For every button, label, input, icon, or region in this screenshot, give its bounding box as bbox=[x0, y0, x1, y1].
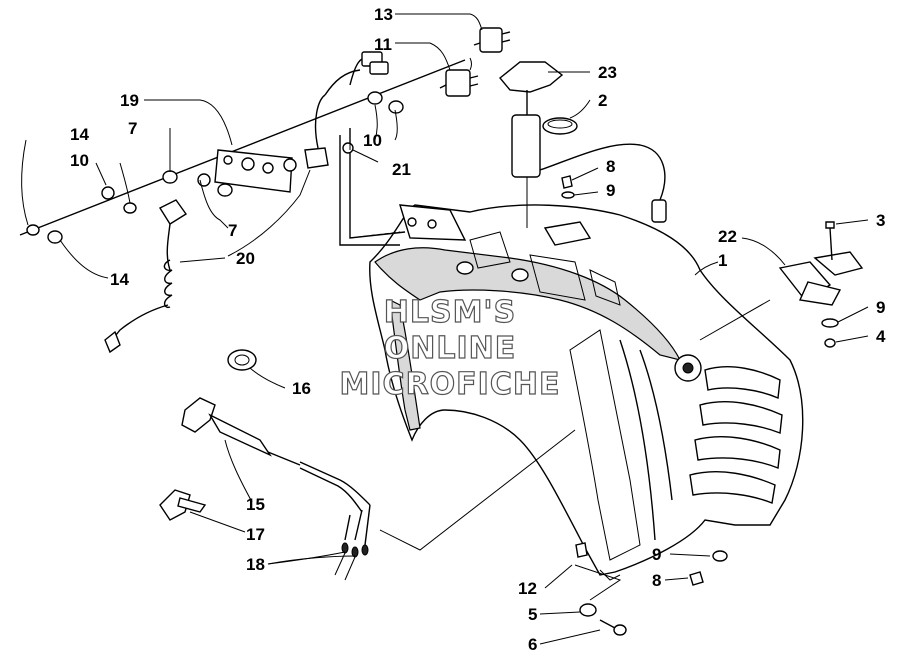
callout-8b: 8 bbox=[652, 571, 661, 590]
callout-13: 13 bbox=[374, 5, 393, 24]
callout-9a: 9 bbox=[606, 181, 615, 200]
washer-9-lower bbox=[712, 550, 728, 562]
callout-2: 2 bbox=[598, 91, 607, 110]
screw-8-lower bbox=[689, 571, 704, 586]
stud-12 bbox=[575, 542, 588, 558]
callout-10a: 10 bbox=[70, 151, 89, 170]
callout-5: 5 bbox=[528, 605, 537, 624]
bolt-3 bbox=[825, 221, 835, 261]
washer-9-right bbox=[821, 318, 839, 328]
ignition-key-17 bbox=[159, 489, 207, 521]
callout-14a: 14 bbox=[70, 125, 89, 144]
callout-19: 19 bbox=[120, 91, 139, 110]
switch-plate-19 bbox=[214, 149, 293, 193]
callout-3: 3 bbox=[876, 211, 885, 230]
guide-lines bbox=[379, 177, 622, 601]
ignition-switch-15 bbox=[181, 397, 371, 513]
callout-7b: 7 bbox=[228, 221, 237, 240]
callout-labels: 13 11 23 2 19 7 14 10 10 21 8 9 7 20 14 … bbox=[70, 5, 886, 654]
ignition-nut-16 bbox=[227, 349, 257, 371]
fasteners-8-9-upper bbox=[561, 167, 599, 199]
callout-6: 6 bbox=[528, 635, 537, 654]
callout-17: 17 bbox=[246, 525, 265, 544]
choke-body bbox=[511, 114, 667, 223]
bolt-6 bbox=[599, 619, 627, 636]
callout-8a: 8 bbox=[606, 157, 615, 176]
callout-7a: 7 bbox=[128, 119, 137, 138]
callout-10b: 10 bbox=[363, 131, 382, 150]
wire-harness bbox=[324, 51, 389, 96]
watermark: HLSM'S ONLINE MICROFICHE bbox=[339, 294, 561, 402]
watermark-line-3: MICROFICHE bbox=[340, 367, 561, 402]
callout-20: 20 bbox=[236, 249, 255, 268]
washers-and-nuts bbox=[26, 91, 404, 244]
mount-bracket-22 bbox=[778, 261, 842, 306]
callout-15: 15 bbox=[246, 495, 265, 514]
callout-9b: 9 bbox=[876, 298, 885, 317]
leader-lines bbox=[21, 13, 869, 645]
callout-4: 4 bbox=[876, 327, 886, 346]
callout-18: 18 bbox=[246, 555, 265, 574]
callout-22: 22 bbox=[718, 227, 737, 246]
cover-plate bbox=[813, 251, 864, 276]
callout-16: 16 bbox=[292, 379, 311, 398]
switch-11 bbox=[439, 57, 479, 97]
mount-leader bbox=[699, 299, 771, 341]
nut-4 bbox=[824, 338, 836, 348]
wire-terminals-18 bbox=[334, 504, 371, 581]
switch-13 bbox=[473, 27, 511, 53]
watermark-line-2: ONLINE bbox=[384, 331, 517, 366]
grommet-5 bbox=[579, 603, 597, 617]
watermark-line-1: HLSM'S bbox=[384, 295, 516, 330]
grille-slats bbox=[689, 366, 783, 504]
callout-1: 1 bbox=[718, 251, 727, 270]
console-hood-part bbox=[369, 204, 804, 581]
callout-23: 23 bbox=[598, 63, 617, 82]
switch-mount-bar bbox=[19, 59, 466, 246]
tether-switch bbox=[104, 199, 188, 354]
callout-14b: 14 bbox=[110, 270, 129, 289]
callout-9c: 9 bbox=[652, 545, 661, 564]
callout-11: 11 bbox=[374, 35, 392, 54]
connector-20 bbox=[304, 94, 329, 169]
choke-knob-23 bbox=[499, 61, 564, 115]
callout-12: 12 bbox=[518, 579, 537, 598]
clamp-2 bbox=[542, 117, 578, 135]
callout-21: 21 bbox=[392, 160, 411, 179]
